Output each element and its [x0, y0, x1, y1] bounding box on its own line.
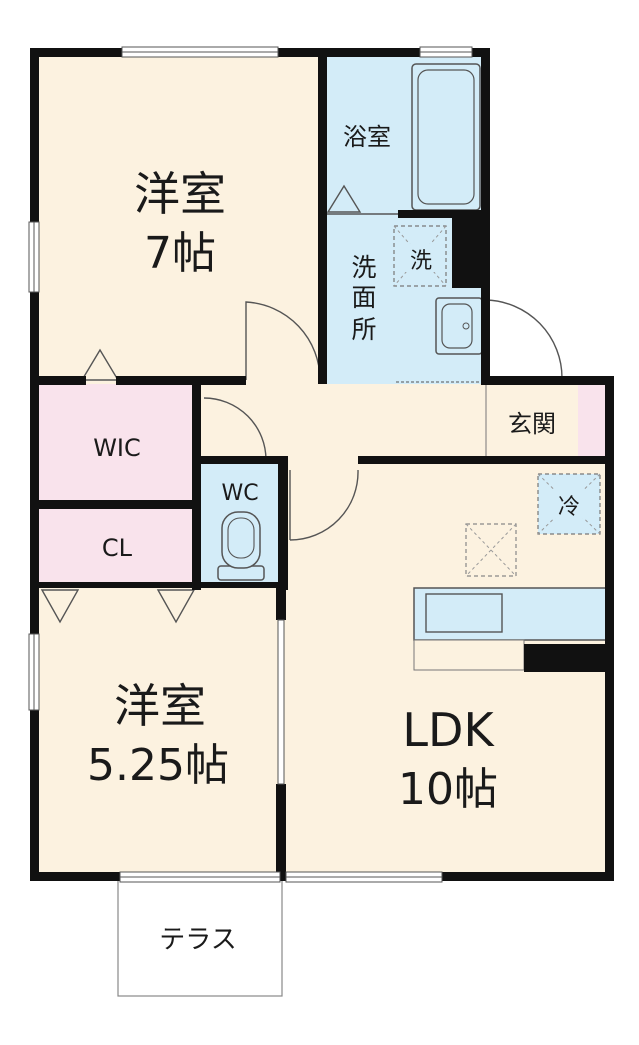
wic-label: WIC: [93, 434, 141, 462]
bedroom2-size: 5.25帖: [87, 740, 229, 791]
wc-label: WC: [221, 481, 258, 506]
wic-door-triangle: [80, 348, 120, 381]
bath-door-triangle: [326, 184, 362, 213]
windows: [28, 46, 473, 883]
bedroom2-floor: [36, 586, 280, 876]
wc-door-swing: [203, 397, 267, 461]
cl-door-triangle-right: [156, 589, 196, 624]
bedroom1-floor: [36, 54, 320, 384]
cl-door-triangle-left: [40, 589, 80, 624]
bedroom2-label: 洋室: [114, 679, 206, 733]
bath-label: 浴室: [343, 123, 391, 151]
kitchen-counter-front: [413, 639, 525, 671]
ldk-label: LDK: [402, 703, 495, 757]
stove-block: [524, 644, 608, 672]
cl-floor: [36, 508, 198, 586]
ldk-size: 10帖: [398, 764, 498, 815]
bedroom1-size: 7帖: [144, 228, 216, 279]
washroom-label-2: 面: [351, 283, 376, 312]
wash-basin: [435, 297, 483, 355]
washroom-label-1: 洗: [351, 253, 376, 282]
ldk-door-swing: [289, 469, 359, 541]
cl-label: CL: [102, 534, 133, 562]
washroom-label-3: 所: [351, 315, 376, 344]
bathtub: [411, 63, 481, 211]
washer-icon: 洗: [410, 249, 432, 274]
terrace-area: [117, 877, 283, 997]
bathtub-inner: [417, 69, 475, 205]
ceiling-storage-mark: [465, 523, 517, 577]
entrance-floor: [486, 384, 578, 462]
terrace-label: テラス: [159, 925, 236, 955]
washroom-door-swing: [485, 299, 563, 379]
bedroom1-label: 洋室: [134, 167, 226, 221]
fridge-icon: 冷: [558, 495, 580, 520]
entrance-label: 玄関: [508, 410, 556, 438]
shoe-storage: [578, 384, 608, 462]
wic-floor: [36, 384, 198, 502]
kitchen-sink: [425, 593, 503, 633]
sliding-door: [277, 619, 285, 785]
washer-label-bg: [404, 244, 438, 272]
